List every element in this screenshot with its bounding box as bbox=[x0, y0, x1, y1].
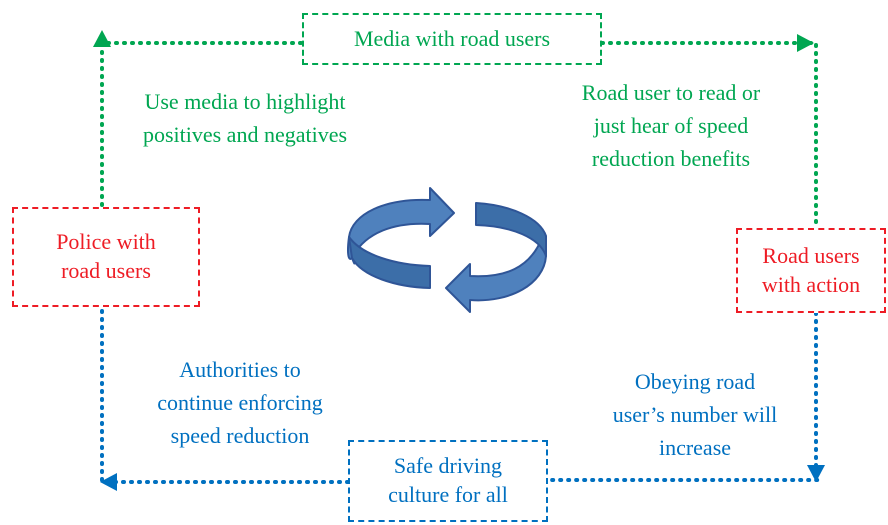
node-label: Media with road users bbox=[353, 25, 551, 51]
node-label: Safe driving culture for all bbox=[388, 453, 508, 507]
node-label: Road users with action bbox=[761, 242, 861, 297]
edge-label-media-to-road-users: Road user to read or just hear of speed … bbox=[581, 80, 761, 171]
arrowhead-right-top bbox=[797, 34, 814, 52]
edge-label-safe-to-police: Authorities to continue enforcing speed … bbox=[157, 357, 323, 448]
arrowhead-left-bottom bbox=[100, 473, 117, 491]
edge-label-police-to-media: Use media to highlight positives and neg… bbox=[142, 89, 348, 147]
arrowhead-down-right bbox=[807, 465, 825, 482]
arrowhead-up-left bbox=[93, 30, 111, 47]
node-label: Police with road users bbox=[56, 229, 156, 283]
node-safe-driving-culture: Safe driving culture for all bbox=[348, 440, 548, 522]
node-police-with-road-users: Police with road users bbox=[12, 207, 200, 307]
edge-label-road-users-to-safe: Obeying road user’s number will increase bbox=[612, 369, 778, 460]
node-media-with-road-users: Media with road users bbox=[302, 13, 602, 65]
node-road-users-with-action: Road users with action bbox=[736, 228, 886, 313]
cycle-arrows-icon bbox=[347, 187, 547, 313]
